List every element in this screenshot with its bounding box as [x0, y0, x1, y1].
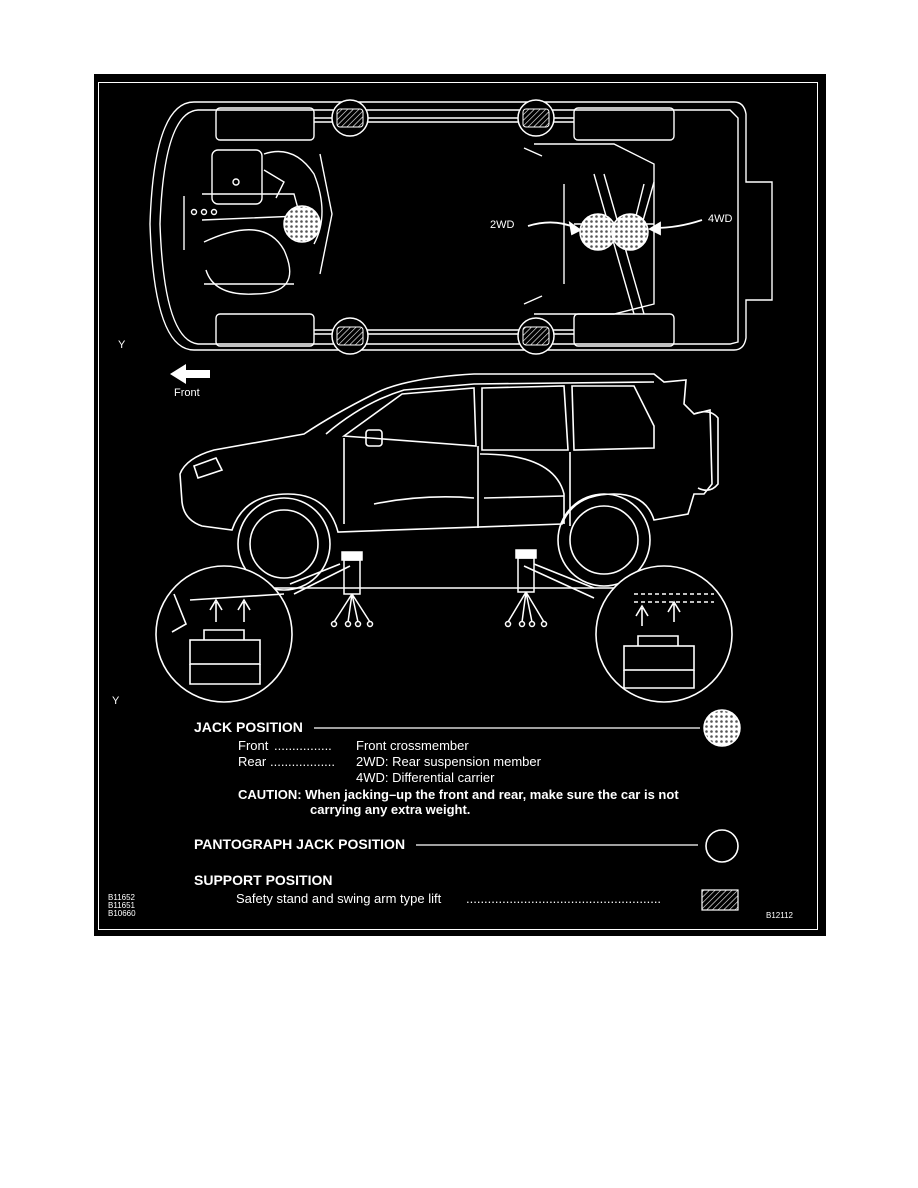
jack-position-title: JACK POSITION [194, 719, 303, 735]
rear-term: Rear [238, 754, 267, 769]
legend-lines [314, 727, 700, 846]
support-title: SUPPORT POSITION [194, 872, 333, 888]
front-term: Front [238, 738, 269, 753]
safety-stands [330, 549, 548, 628]
marker-y-bottom: Y [112, 695, 120, 707]
code-left-1: B11652 [108, 893, 135, 902]
jack-markers-top [283, 205, 649, 251]
detail-magnifiers [155, 563, 733, 703]
label-2wd: 2WD [490, 219, 515, 231]
code-right: B12112 [766, 911, 793, 920]
diagram-panel: 2WD 4WD Y Front Y JACK POSITION Front ..… [94, 74, 826, 936]
vehicle-illustration [149, 99, 773, 911]
rear-dots: .................. [270, 754, 336, 769]
support-dots: ........................................… [466, 891, 662, 906]
front-value: Front crossmember [356, 738, 469, 753]
front-dots: ................ [274, 738, 332, 753]
jack-marker-icon [703, 709, 741, 747]
panel-border [98, 82, 818, 930]
rear-right-wheel [573, 313, 675, 347]
support-item: Safety stand and swing arm type lift [236, 891, 442, 906]
label-4wd: 4WD [708, 213, 733, 225]
rear-left-wheel [573, 107, 675, 141]
support-hatch-icon [701, 889, 739, 911]
rear-value-2wd: 2WD: Rear suspension member [356, 754, 541, 769]
rear-value-4wd: 4WD: Differential carrier [356, 770, 495, 785]
drive-callout-arrows [527, 219, 703, 236]
support-markers-top [331, 99, 555, 355]
marker-y-top: Y [118, 339, 126, 351]
pantograph-title: PANTOGRAPH JACK POSITION [194, 836, 406, 852]
front-left-wheel [215, 107, 315, 141]
code-left-3: B10660 [108, 909, 136, 918]
front-right-wheel [215, 313, 315, 347]
code-left-2: B11651 [108, 901, 135, 910]
front-label: Front [174, 387, 200, 399]
pantograph-circle-icon [705, 829, 739, 863]
vehicle-side-view [179, 373, 719, 591]
caution-line-1: CAUTION: When jacking–up the front and r… [238, 787, 679, 802]
left-arrow-icon [170, 364, 210, 384]
caution-line-2: carrying any extra weight. [310, 802, 471, 817]
